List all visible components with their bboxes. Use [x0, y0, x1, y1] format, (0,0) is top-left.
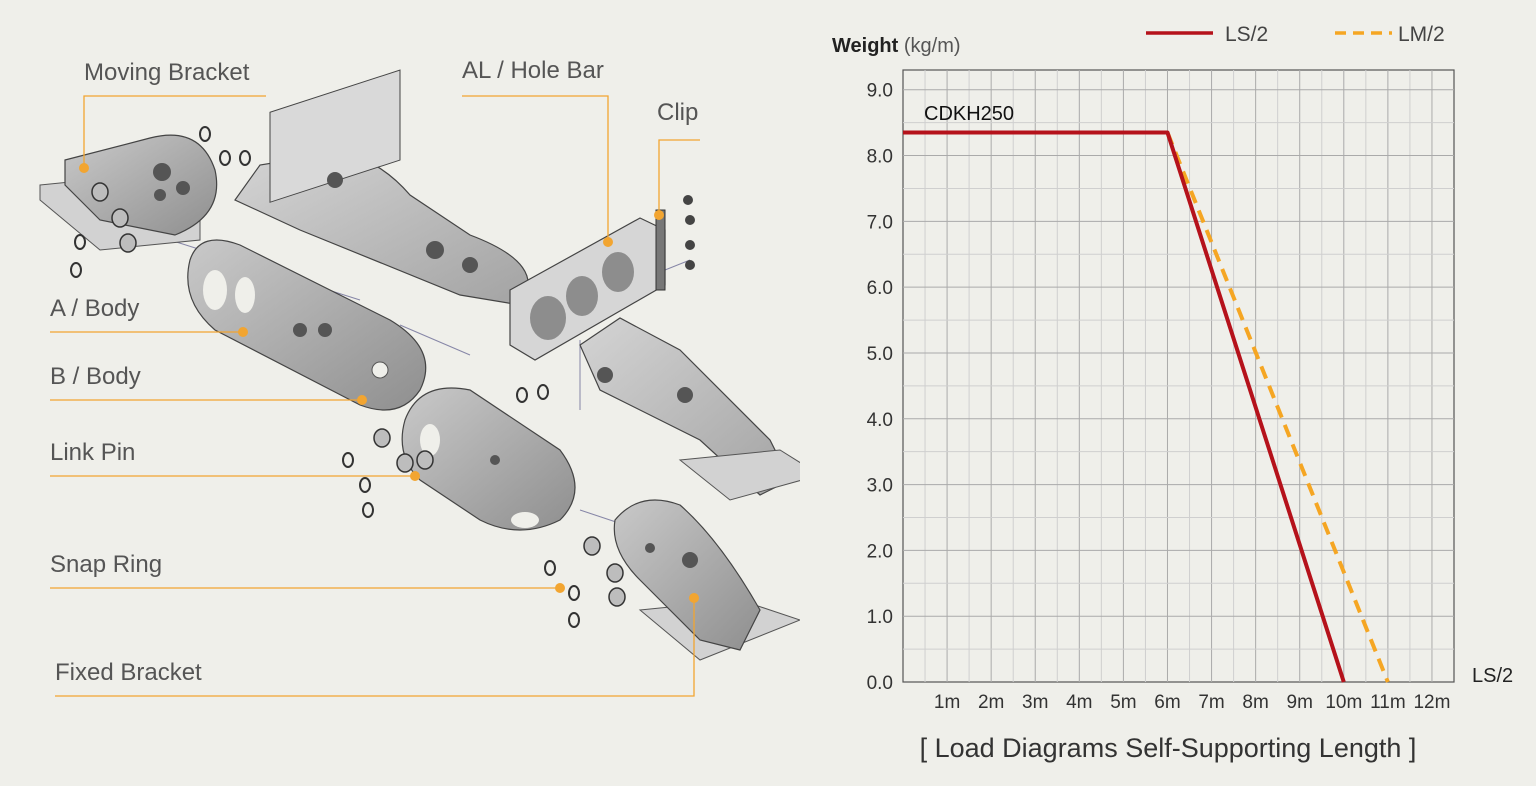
y-axis-label: Weight (kg/m): [832, 35, 961, 57]
label-moving-bracket: Moving Bracket: [84, 59, 250, 86]
series-line-ls2: [903, 130, 1346, 683]
label-fixed-bracket: Fixed Bracket: [55, 659, 202, 686]
link-pins: [91, 182, 626, 607]
label-clip: Clip: [657, 99, 698, 126]
label-b-body: B / Body: [50, 363, 141, 390]
y-tick-label: 9.0: [867, 81, 893, 102]
chart-series: [903, 130, 1390, 683]
x-tick-label: 3m: [1022, 692, 1048, 713]
upper-body-part: [234, 69, 529, 306]
y-tick-labels: 0.0 1.0 2.0 3.0 4.0 5.0 6.0 7.0 8.0 9.0: [867, 81, 893, 694]
y-tick-label: 3.0: [867, 476, 893, 497]
exploded-parts-diagram: Moving Bracket AL / Hole Bar Clip A / Bo…: [39, 57, 800, 697]
y-tick-label: 6.0: [867, 278, 893, 299]
y-tick-label: 4.0: [867, 410, 893, 431]
series-line-lm2: [1165, 131, 1390, 683]
y-tick-label: 0.0: [867, 673, 893, 694]
chart-title: [ Load Diagrams Self-Supporting Length ]: [920, 733, 1417, 763]
x-tick-label: 9m: [1287, 692, 1313, 713]
x-tick-label: 8m: [1242, 692, 1268, 713]
snap-rings: [70, 126, 580, 628]
chart-legend: LS/2 LM/2: [1146, 23, 1445, 46]
y-tick-label: 5.0: [867, 344, 893, 365]
x-tick-label: 7m: [1198, 692, 1224, 713]
label-a-body: A / Body: [50, 295, 139, 322]
x-tick-label: 12m: [1413, 692, 1450, 713]
y-tick-label: 2.0: [867, 541, 893, 562]
series-annotation: CDKH250: [924, 103, 1014, 125]
x-tick-label: 10m: [1325, 692, 1362, 713]
x-axis-label: LS/2: [1472, 665, 1513, 687]
label-snap-ring: Snap Ring: [50, 551, 162, 578]
x-tick-label: 4m: [1066, 692, 1092, 713]
label-link-pin: Link Pin: [50, 439, 135, 466]
legend-label-ls2: LS/2: [1225, 23, 1268, 46]
leader-lines: [50, 95, 700, 697]
x-tick-label: 1m: [934, 692, 960, 713]
label-al-hole-bar: AL / Hole Bar: [462, 57, 604, 84]
x-tick-label: 11m: [1370, 692, 1406, 713]
fixed-bracket-part: [613, 499, 800, 661]
lower-right-body-part: [579, 317, 800, 501]
y-tick-label: 1.0: [867, 607, 893, 628]
x-tick-label: 6m: [1154, 692, 1180, 713]
x-tick-label: 5m: [1110, 692, 1136, 713]
clip-part: [655, 195, 695, 291]
leader-dots: [79, 163, 699, 603]
legend-label-lm2: LM/2: [1398, 23, 1445, 46]
y-tick-label: 7.0: [867, 212, 893, 233]
x-tick-labels: 1m 2m 3m 4m 5m 6m 7m 8m 9m 10m 11m 12m: [934, 692, 1451, 713]
x-tick-label: 2m: [978, 692, 1004, 713]
a-body-part: [187, 239, 427, 411]
y-tick-label: 8.0: [867, 147, 893, 168]
hole-bar-part: [509, 217, 666, 361]
